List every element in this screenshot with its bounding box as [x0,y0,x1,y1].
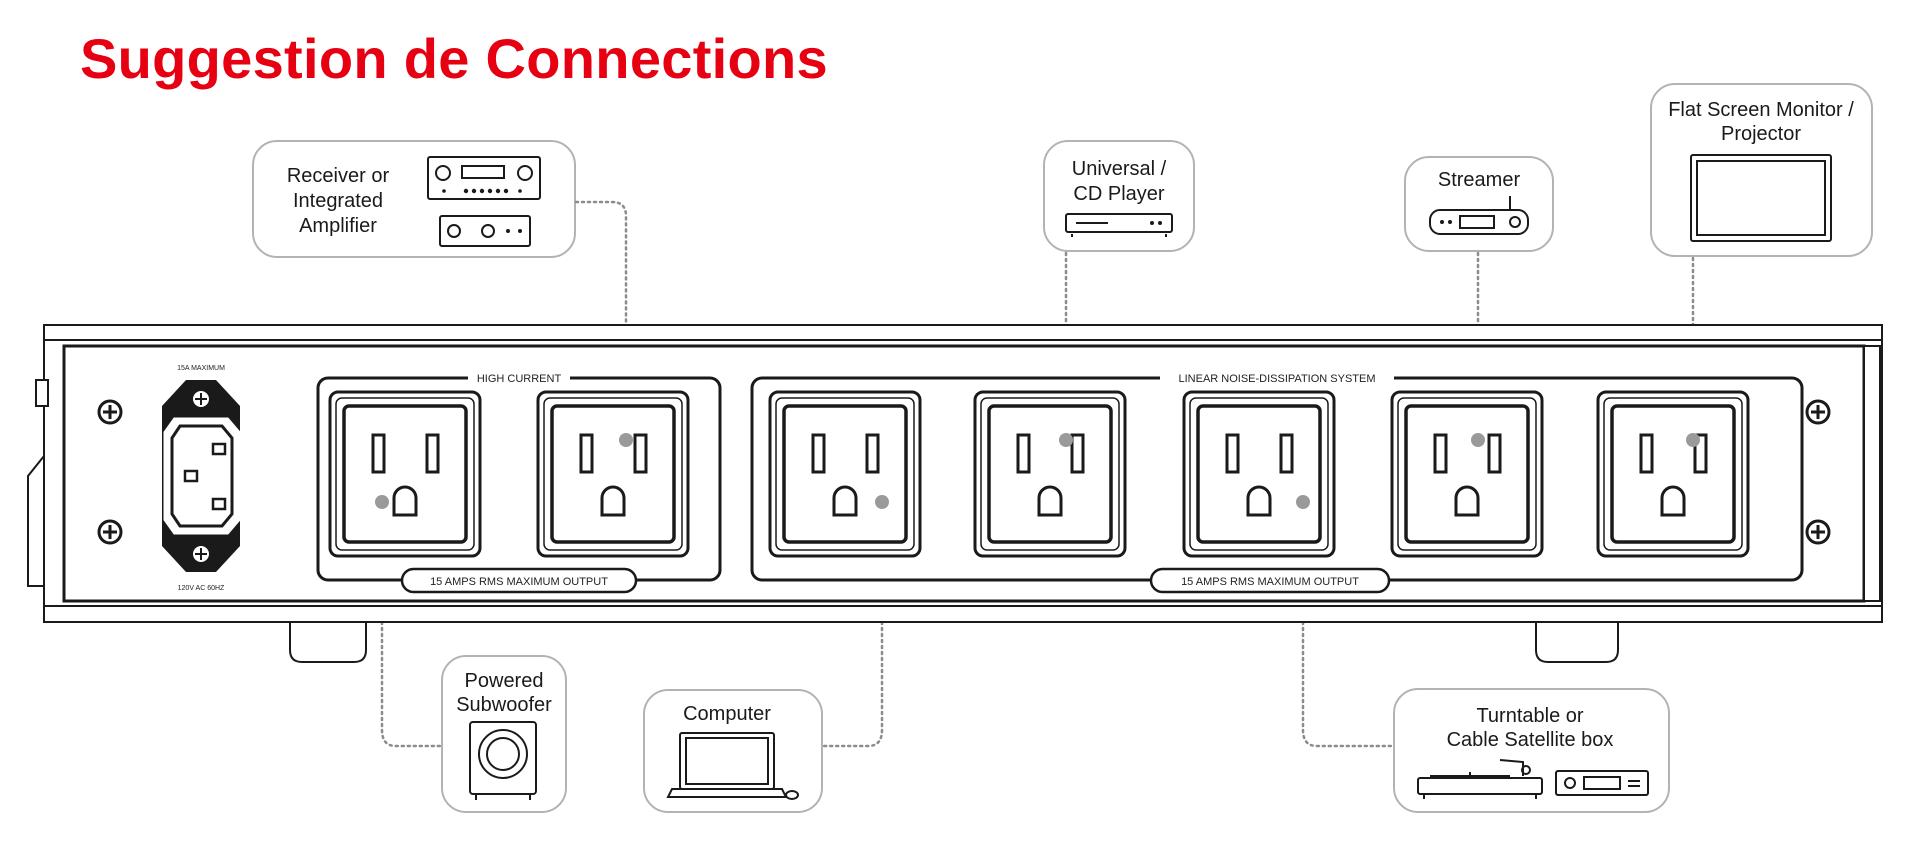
connector-receiver [574,200,628,442]
group-label-linear: LINEAR NOISE-DISSIPATION SYSTEM [1178,373,1375,385]
device-receiver-label-1: Receiver or [287,165,390,187]
device-cd-player-label-2: CD Player [1073,183,1164,205]
device-monitor: Flat Screen Monitor / Projector [1650,83,1873,257]
subwoofer-icon [469,721,537,800]
streamer-icon [1429,196,1529,235]
connection-dots [375,433,1700,509]
device-subwoofer-label-2: Subwoofer [456,694,552,716]
monitor-icon [1690,154,1832,242]
device-turntable: Turntable or Cable Satellite box [1393,688,1670,813]
dot-turntable [1296,495,1310,509]
power-conditioner-unit: 15A MAXIMUM 120V AC 60HZ HIGH CURRENT LI… [27,324,1883,663]
device-subwoofer-label-1: Powered [465,670,544,692]
group-label-high-current: HIGH CURRENT [477,373,562,385]
device-turntable-label-2: Cable Satellite box [1447,729,1614,751]
outlet-7 [1596,390,1750,558]
iec-power-inlet: 15A MAXIMUM 120V AC 60HZ [162,365,241,592]
receiver-amplifier-icon [427,156,541,247]
screw-icon [1805,399,1831,425]
device-cd-player-label-1: Universal / [1072,158,1167,180]
cd-player-icon [1065,213,1173,237]
turntable-icon [1417,759,1649,799]
output-rating-linear: 15 AMPS RMS MAXIMUM OUTPUT [1181,576,1359,588]
connector-computer [822,500,884,748]
device-streamer-label: Streamer [1438,169,1521,191]
laptop-icon [666,732,799,800]
device-subwoofer: Powered Subwoofer [441,655,567,813]
output-rating-pill [400,567,638,594]
device-computer-label: Computer [683,703,771,725]
iec-voltage-label: 120V AC 60HZ [178,585,225,592]
device-receiver-label-2: Integrated [293,190,383,212]
outlet-4 [973,390,1127,558]
device-computer: Computer [643,689,823,813]
connector-turntable [1301,500,1396,748]
outlet-6 [1390,390,1544,558]
outlet-group [328,390,1750,558]
screw-icon [97,519,123,545]
device-turntable-label-1: Turntable or [1476,705,1583,727]
device-cd-player: Universal / CD Player [1043,140,1195,252]
screw-icon [97,399,123,425]
screw-icon [1805,519,1831,545]
dot-cd-player [1059,433,1073,447]
outlet-1 [328,390,482,558]
output-rating-high: 15 AMPS RMS MAXIMUM OUTPUT [430,576,608,588]
dot-computer [875,495,889,509]
outlet-5 [1182,390,1336,558]
iec-rating-label: 15A MAXIMUM [177,365,225,372]
device-monitor-label-1: Flat Screen Monitor / [1668,99,1854,121]
device-receiver-label-3: Amplifier [299,215,377,237]
outlet-3 [768,390,922,558]
device-streamer: Streamer [1404,156,1554,252]
dot-streamer [1471,433,1485,447]
connector-subwoofer [380,500,444,748]
output-rating-pill [1149,567,1391,594]
device-monitor-label-2: Projector [1721,123,1801,145]
device-receiver: Receiver or Integrated Amplifier [252,140,576,258]
page-title: Suggestion de Connections [80,27,828,90]
dot-subwoofer [375,495,389,509]
outlet-2 [536,390,690,558]
dot-monitor [1686,433,1700,447]
dot-receiver [619,433,633,447]
